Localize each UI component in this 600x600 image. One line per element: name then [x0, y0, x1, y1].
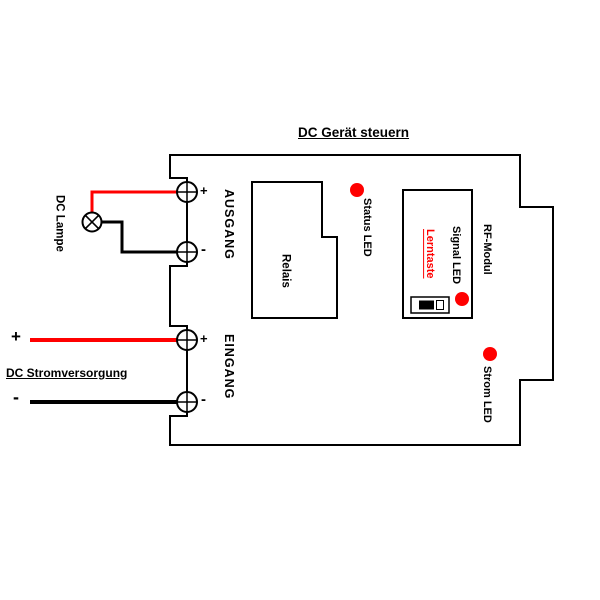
- signal-led-dot: [455, 292, 469, 306]
- terminal-output-plus: [176, 181, 198, 203]
- strom-led-dot: [483, 347, 497, 361]
- input-section-label: EINGANG: [221, 334, 236, 400]
- dc-lamp-label: DC Lampe: [53, 195, 66, 252]
- rf-module-label: RF-Modul: [481, 224, 494, 275]
- device-outline: [169, 154, 554, 446]
- status-led-label: Status LED: [361, 198, 374, 257]
- terminal-input-minus: [176, 391, 198, 413]
- lamp-negative-wire: [101, 220, 177, 254]
- signal-led-label: Signal LED: [450, 226, 463, 285]
- terminal-output-minus-label: -: [201, 241, 206, 258]
- rf-module-box: [402, 189, 473, 319]
- terminal-input-plus: [176, 329, 198, 351]
- learn-button-knob: [419, 300, 434, 310]
- terminal-output-minus: [176, 241, 198, 263]
- learn-button-label: Lerntaste: [424, 229, 437, 279]
- power-supply-label: DC Stromversorgung: [6, 366, 128, 380]
- lamp-positive-wire: [90, 190, 177, 213]
- relay-box: [251, 181, 338, 319]
- supply-minus-sign: -: [13, 387, 19, 407]
- lamp-symbol: [81, 211, 103, 233]
- terminal-output-plus-label: +: [200, 183, 208, 198]
- strom-led-label: Strom LED: [481, 366, 494, 423]
- status-led-dot: [350, 183, 364, 197]
- terminal-input-plus-label: +: [200, 331, 208, 346]
- relay-label: Relais: [279, 254, 292, 288]
- terminal-input-minus-label: -: [201, 391, 206, 408]
- output-section-label: AUSGANG: [221, 189, 236, 260]
- diagram-title: DC Gerät steuern: [298, 125, 410, 140]
- supply-plus-sign: +: [11, 327, 21, 346]
- learn-button-slot: [436, 300, 444, 310]
